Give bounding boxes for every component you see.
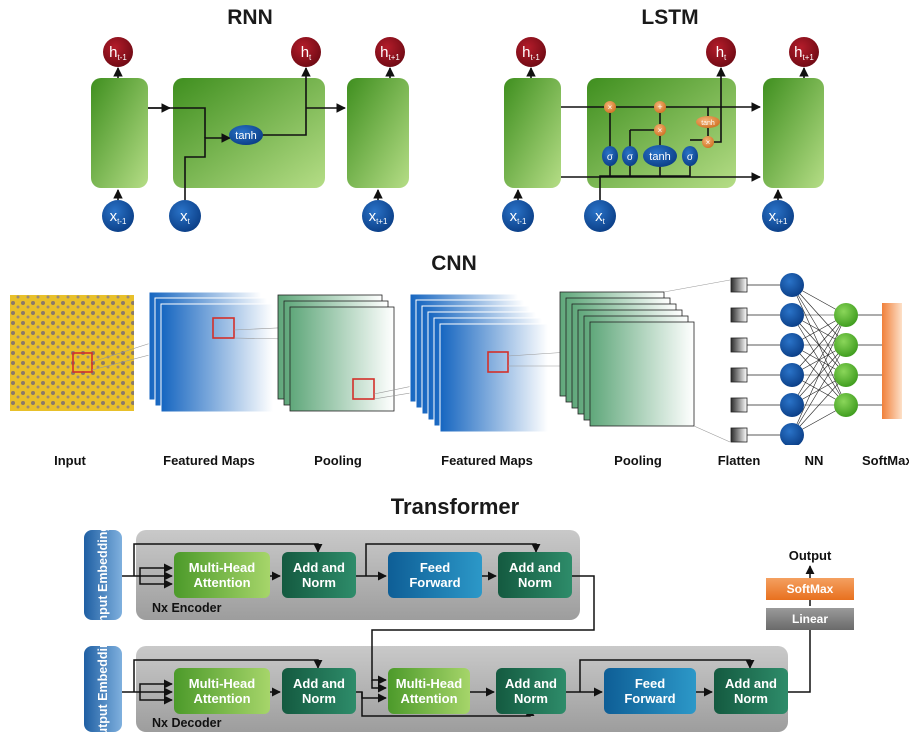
lstm-x-node	[584, 200, 616, 232]
lstm-sigma-input	[622, 146, 638, 166]
lstm-gates	[602, 101, 720, 167]
rnn-x-next-node	[362, 200, 394, 232]
lstm-output-multiply-label: ×	[706, 138, 711, 147]
cnn-label-pooling-1: Pooling	[314, 453, 362, 468]
cnn-diagram	[10, 273, 902, 445]
rnn-x-node	[169, 200, 201, 232]
input-embedding: Input Embedding	[84, 524, 122, 626]
nx-encoder-label: Nx Encoder	[152, 601, 222, 615]
cnn-label-flatten: Flatten	[717, 453, 761, 468]
rnn-input-nodes	[102, 200, 394, 232]
decoder-add-norm-3: Add and Norm	[714, 668, 788, 714]
nx-decoder-label: Nx Decoder	[152, 716, 222, 730]
rnn-h-prev-label: ht-1	[109, 44, 127, 62]
pooling-1	[277, 294, 395, 412]
rnn-cell-next	[347, 78, 409, 188]
pooling-2	[559, 291, 695, 427]
lstm-h-next-node	[789, 37, 819, 67]
nn-layer-1	[780, 273, 804, 445]
encoder-multi-head-attention: Multi-Head Attention	[174, 552, 270, 598]
lstm-tanh-candidate-label: tanh	[649, 151, 670, 163]
rnn-x-label: xt	[180, 208, 191, 226]
cnn-title: CNN	[431, 252, 477, 275]
decoder-masked-multi-head-attention: Multi-Head Attention	[174, 668, 270, 714]
lstm-tanh-candidate	[643, 145, 677, 167]
lstm-x-next-label: xt+1	[769, 208, 788, 226]
rnn-x-prev-label: xt-1	[110, 208, 127, 226]
rnn-tanh-gate	[229, 125, 263, 145]
lstm-sigma-output-label: σ	[687, 152, 694, 163]
transformer-linear: Linear	[766, 608, 854, 630]
encoder-feed-forward: Feed Forward	[388, 552, 482, 598]
rnn-tanh-label: tanh	[235, 130, 256, 142]
lstm-h-next-label: ht+1	[794, 44, 814, 62]
lstm-input-multiply	[654, 124, 666, 136]
lstm-forget-multiply	[604, 101, 616, 113]
lstm-cell-add-label: +	[657, 102, 662, 112]
output-embedding: Output Embedding	[84, 633, 122, 745]
lstm-tanh-output	[696, 116, 720, 128]
lstm-h-node	[706, 37, 736, 67]
softmax-layer	[882, 303, 902, 419]
lstm-sigma-output	[682, 146, 698, 166]
encoder-add-norm-2: Add and Norm	[498, 552, 572, 598]
rnn-x-prev-node	[102, 200, 134, 232]
rnn-x-next-label: xt+1	[369, 208, 388, 226]
lstm-input-multiply-label: ×	[658, 126, 663, 135]
lstm-x-prev-node	[502, 200, 534, 232]
decoder-multi-head-attention: Multi-Head Attention	[388, 668, 470, 714]
transformer-title: Transformer	[390, 494, 520, 519]
decoder-feed-forward: Feed Forward	[604, 668, 696, 714]
rnn-h-label: ht	[301, 44, 312, 62]
featured-maps-1	[148, 291, 274, 413]
lstm-x-next-node	[762, 200, 794, 232]
cnn-label-featured-maps-2: Featured Maps	[441, 453, 533, 468]
cnn-label-softmax: SoftMax	[862, 453, 909, 468]
decoder-add-norm-1: Add and Norm	[282, 668, 356, 714]
lstm-cell-next	[763, 78, 824, 188]
lstm-x-prev-label: xt-1	[510, 208, 527, 226]
rnn-h-next-node	[375, 37, 405, 67]
output-label: Output	[788, 548, 832, 563]
rnn-h-node	[291, 37, 321, 67]
cnn-label-input: Input	[54, 453, 86, 468]
rnn-h-prev-node	[103, 37, 133, 67]
decoder-add-norm-2: Add and Norm	[496, 668, 566, 714]
cnn-label-pooling-2: Pooling	[614, 453, 662, 468]
transformer-softmax: SoftMax	[766, 578, 854, 600]
rnn-output-nodes	[103, 37, 405, 67]
lstm-title: LSTM	[641, 6, 699, 29]
cnn-label-nn: NN	[804, 453, 824, 468]
rnn-h-next-label: ht+1	[380, 44, 400, 62]
flatten-units	[730, 277, 748, 443]
transformer-connectors	[122, 543, 815, 717]
input-receptive-field	[72, 352, 93, 373]
lstm-h-label: ht	[716, 44, 727, 62]
input-image	[10, 295, 134, 411]
lstm-x-label: xt	[595, 208, 606, 226]
lstm-h-prev-node	[516, 37, 546, 67]
encoder-add-norm-1: Add and Norm	[282, 552, 356, 598]
nn-layer-2	[834, 303, 858, 417]
lstm-sigma-forget-label: σ	[607, 152, 614, 163]
lstm-cell-add	[654, 101, 666, 113]
lstm-sigma-forget	[602, 146, 618, 166]
recurrent-diagrams: tanh ht-1 ht ht+1 xt-1 xt xt+1	[91, 37, 824, 232]
lstm-h-prev-label: ht-1	[522, 44, 540, 62]
rnn-cell-prev	[91, 78, 148, 188]
lstm-sigma-input-label: σ	[627, 152, 634, 163]
rnn-title: RNN	[227, 6, 273, 29]
cnn-label-featured-maps-1: Featured Maps	[163, 453, 255, 468]
lstm-forget-multiply-label: ×	[608, 103, 613, 112]
lstm-output-multiply	[702, 136, 714, 148]
lstm-cell-prev	[504, 78, 561, 188]
featured-maps-2	[409, 293, 549, 433]
lstm-tanh-output-label: tanh	[701, 120, 715, 127]
